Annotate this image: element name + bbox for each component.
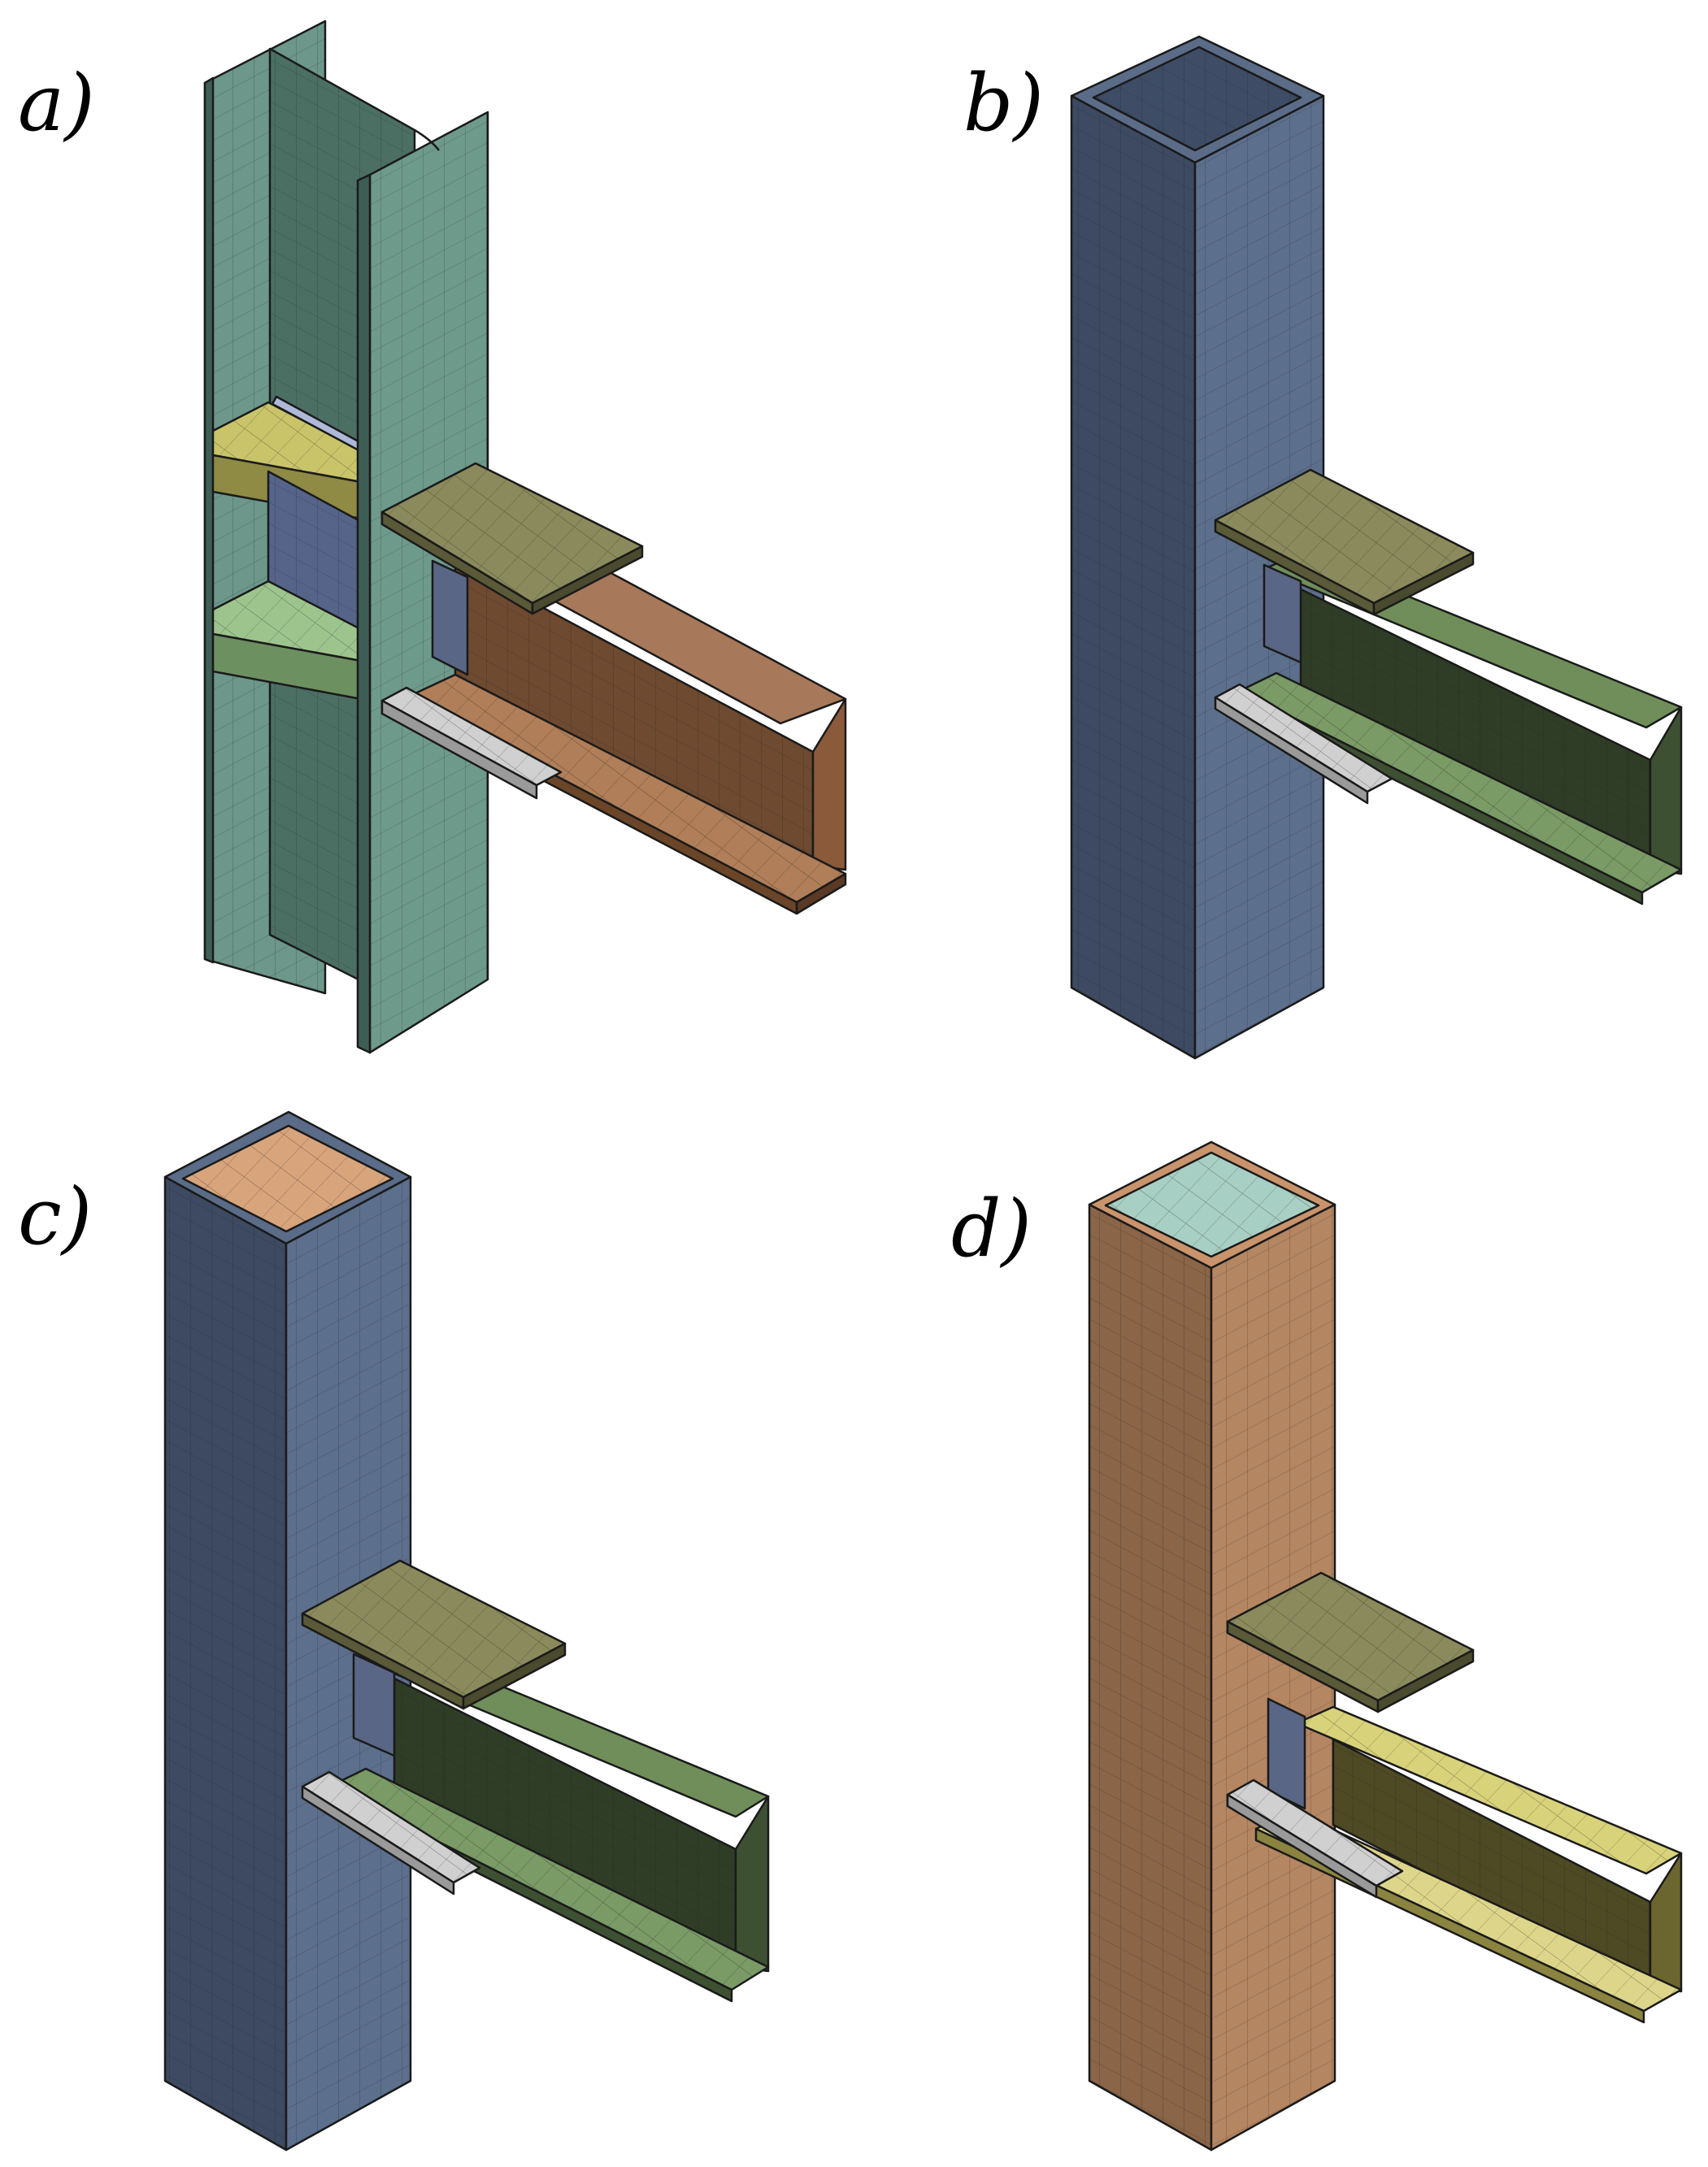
panel-label-c: c) (18, 1171, 92, 1262)
beam-c (328, 1640, 770, 2003)
filled-box-column-c (163, 1110, 412, 2152)
continuity-plate-bottom (211, 580, 372, 702)
filled-box-column-d (1088, 1140, 1336, 2152)
panel-label-d: d) (951, 1183, 1032, 1275)
hollow-box-column (1070, 35, 1325, 1060)
beam-a (389, 488, 847, 915)
panel-b: b) (963, 35, 1683, 1060)
top-flange-plate-d (1226, 1571, 1475, 1713)
top-flange-plate-b (1214, 468, 1475, 616)
panel-label-a: a) (18, 58, 95, 149)
top-flange-plate-a (380, 462, 644, 615)
bottom-flange-plate-b (1214, 683, 1393, 805)
top-flange-plate-c (301, 1559, 567, 1710)
panel-c: c) (18, 1110, 770, 2152)
column-front-flange (356, 111, 489, 1054)
bottom-flange-plate-c (301, 1770, 481, 1896)
panel-label-b: b) (963, 58, 1044, 149)
panel-d: d) (951, 1140, 1683, 2152)
bottom-flange-plate-d (1226, 1778, 1404, 1899)
bottom-flange-plate-a (380, 686, 563, 800)
panel-a: a) (18, 20, 847, 1054)
